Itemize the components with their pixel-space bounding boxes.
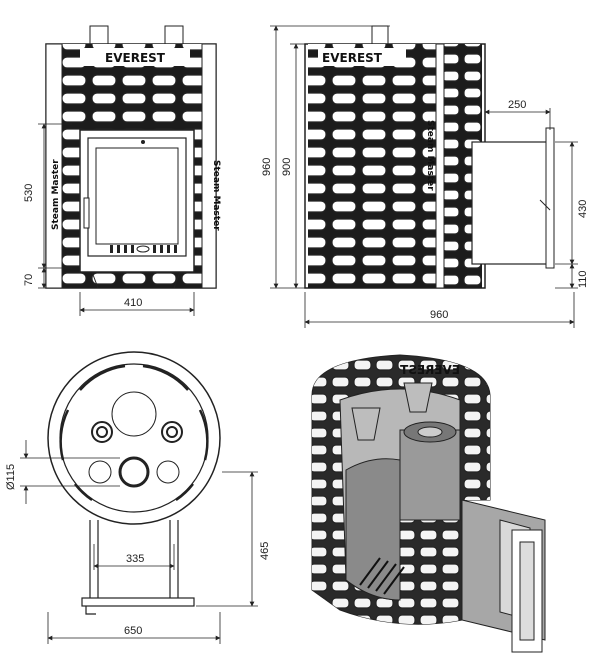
side-view: EVEREST Steam Master 960 900 250 430 110 (261, 25, 589, 328)
front-brand-label: EVEREST (105, 51, 166, 65)
dim-top-leg-spacing: 335 (126, 553, 144, 565)
dim-front-bottom-height: 70 (23, 274, 35, 286)
front-side-label-left: Steam Master (51, 159, 61, 230)
isometric-cutaway: EVEREST (311, 354, 546, 653)
firebox-tunnel (471, 141, 553, 265)
dim-side-tunnel-height: 430 (577, 200, 589, 218)
dim-front-door-height: 530 (23, 184, 35, 202)
dim-side-total-width: 960 (430, 309, 448, 321)
dim-front-width: 410 (124, 297, 142, 309)
front-side-label-right: Steam Master (211, 160, 221, 231)
dim-side-low-height: 110 (577, 270, 589, 288)
dim-top-width: 650 (124, 625, 142, 637)
front-view: EVEREST Steam Master Steam Master (23, 25, 221, 316)
water-pipe-opening (118, 456, 150, 488)
side-brand-label: EVEREST (322, 51, 383, 65)
dim-top-depth: 465 (259, 542, 271, 560)
door-vents (110, 245, 177, 253)
chimney-opening (111, 391, 157, 437)
iso-brand-label: EVEREST (399, 363, 460, 377)
dim-side-depth-top: 250 (508, 99, 526, 111)
dim-side-body-height: 900 (281, 158, 293, 176)
side-side-label: Steam Master (425, 120, 435, 191)
top-view: Ø115 335 465 650 (5, 351, 271, 644)
dim-side-total-height: 960 (261, 158, 273, 176)
dim-top-pipe-diameter: Ø115 (5, 464, 17, 490)
